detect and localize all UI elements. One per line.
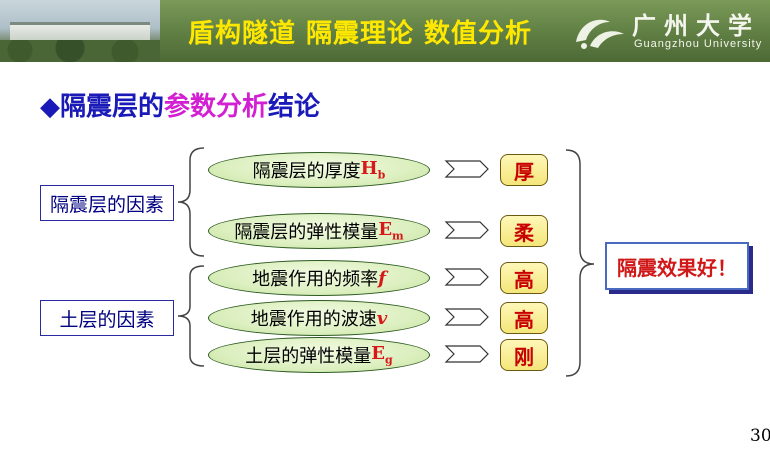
param-label: 隔震层的厚度	[252, 161, 361, 182]
university-emblem-icon	[576, 19, 624, 49]
result-box: 刚	[500, 339, 548, 371]
param-symbol: Eg	[371, 343, 393, 367]
left-brace-upper	[177, 147, 205, 257]
param-symbol: Em	[378, 219, 404, 243]
arrow-icon	[444, 345, 489, 363]
param-label: 地震作用的波速	[250, 309, 377, 330]
factor-isolation-layer: 隔震层的因素	[40, 185, 174, 221]
header-banner: 盾构隧道 隔震理论 数值分析 广州大学 Guangzhou University	[0, 0, 770, 62]
trees-shape	[0, 40, 160, 62]
param-symbol: Hb	[360, 158, 386, 182]
header-title: 盾构隧道 隔震理论 数值分析	[187, 18, 533, 49]
subtitle-part3: 结论	[268, 92, 321, 122]
result-box: 厚	[500, 154, 548, 186]
arrow-icon	[444, 308, 489, 326]
result-box: 柔	[500, 215, 548, 247]
arrow-icon	[444, 160, 489, 178]
university-logo: 广州大学 Guangzhou University	[560, 0, 770, 62]
arrow-icon	[444, 221, 489, 239]
page-number: 30	[750, 426, 770, 446]
section-subtitle: ◆隔震层的参数分析结论	[40, 86, 320, 123]
subtitle-highlight: 参数分析	[164, 92, 269, 122]
campus-photo	[0, 0, 160, 62]
param-label: 地震作用的频率	[252, 269, 379, 290]
diamond-bullet-icon: ◆	[40, 92, 60, 122]
result-box: 高	[500, 302, 548, 334]
factor-soil-layer: 土层的因素	[40, 300, 174, 336]
left-brace-lower	[177, 265, 205, 367]
param-label: 土层的弹性模量	[245, 346, 372, 367]
param-symbol: f	[378, 267, 386, 289]
param-symbol: v	[376, 307, 388, 329]
right-brace	[565, 149, 595, 377]
conclusion-box: 隔震效果好！	[605, 242, 749, 290]
arrow-icon	[444, 268, 489, 286]
result-box: 高	[500, 262, 548, 294]
subtitle-part1: 隔震层的	[60, 92, 165, 122]
param-label: 隔震层的弹性模量	[234, 222, 379, 243]
logo-english-name: Guangzhou University	[634, 38, 763, 50]
logo-chinese-name: 广州大学	[632, 11, 760, 40]
